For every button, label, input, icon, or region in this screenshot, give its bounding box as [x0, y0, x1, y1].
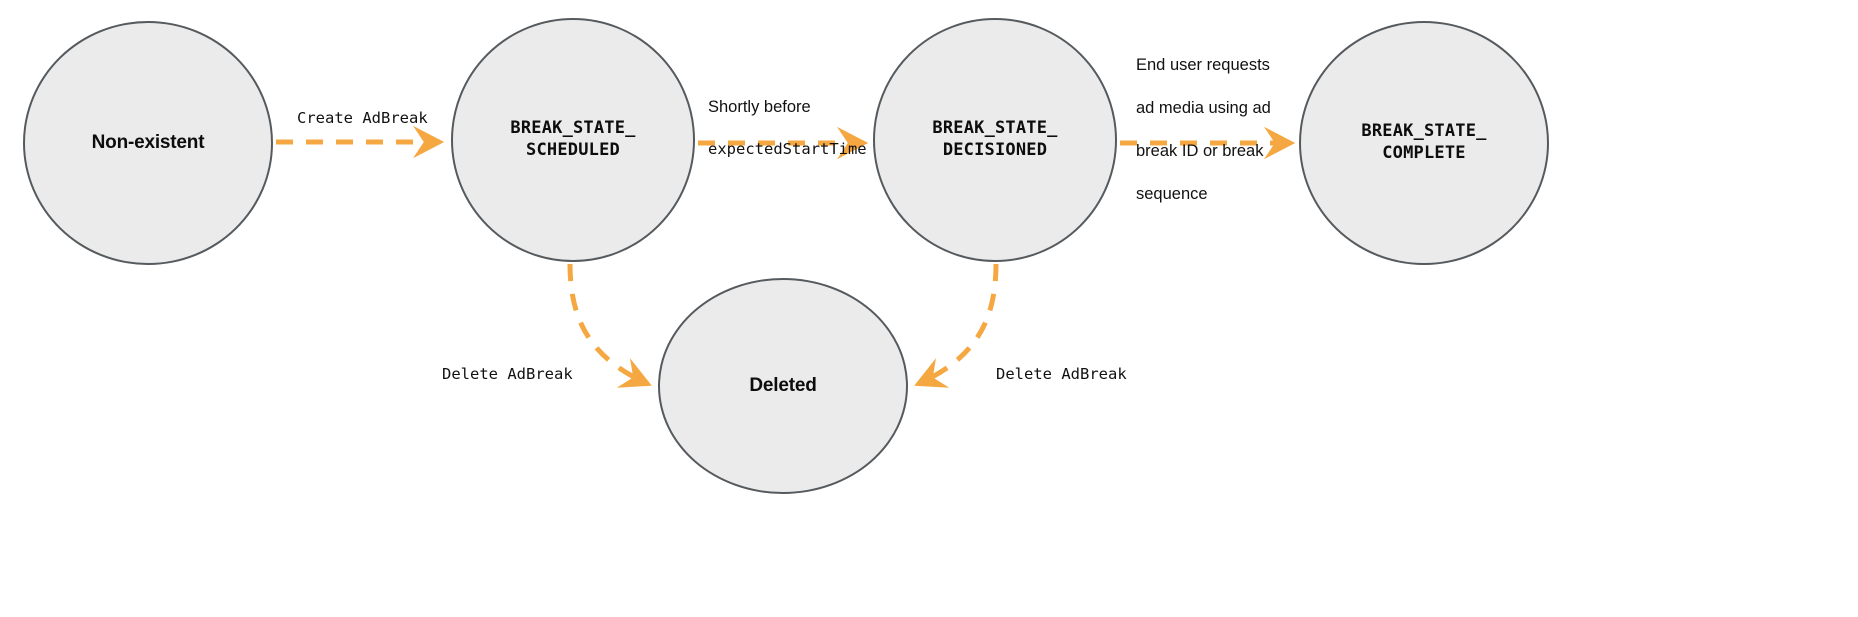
state-node-deleted[interactable]: Deleted [658, 278, 908, 494]
state-node-label: Non-existent [91, 131, 205, 153]
state-node-label: BREAK_STATE_ COMPLETE [1361, 121, 1487, 163]
edge-delete-adbreak-from-scheduled [567, 263, 652, 388]
state-node-non-existent[interactable]: Non-existent [23, 21, 273, 265]
state-node-label: Deleted [749, 374, 817, 396]
state-node-break-state-decisioned[interactable]: BREAK_STATE_ DECISIONED [873, 18, 1117, 262]
state-node-break-state-scheduled[interactable]: BREAK_STATE_ SCHEDULED [451, 18, 695, 262]
state-node-label: BREAK_STATE_ DECISIONED [932, 118, 1058, 160]
state-node-label: BREAK_STATE_ SCHEDULED [510, 118, 636, 160]
edge-delete-adbreak-from-decisioned [914, 263, 999, 388]
state-node-break-state-complete[interactable]: BREAK_STATE_ COMPLETE [1299, 21, 1549, 265]
